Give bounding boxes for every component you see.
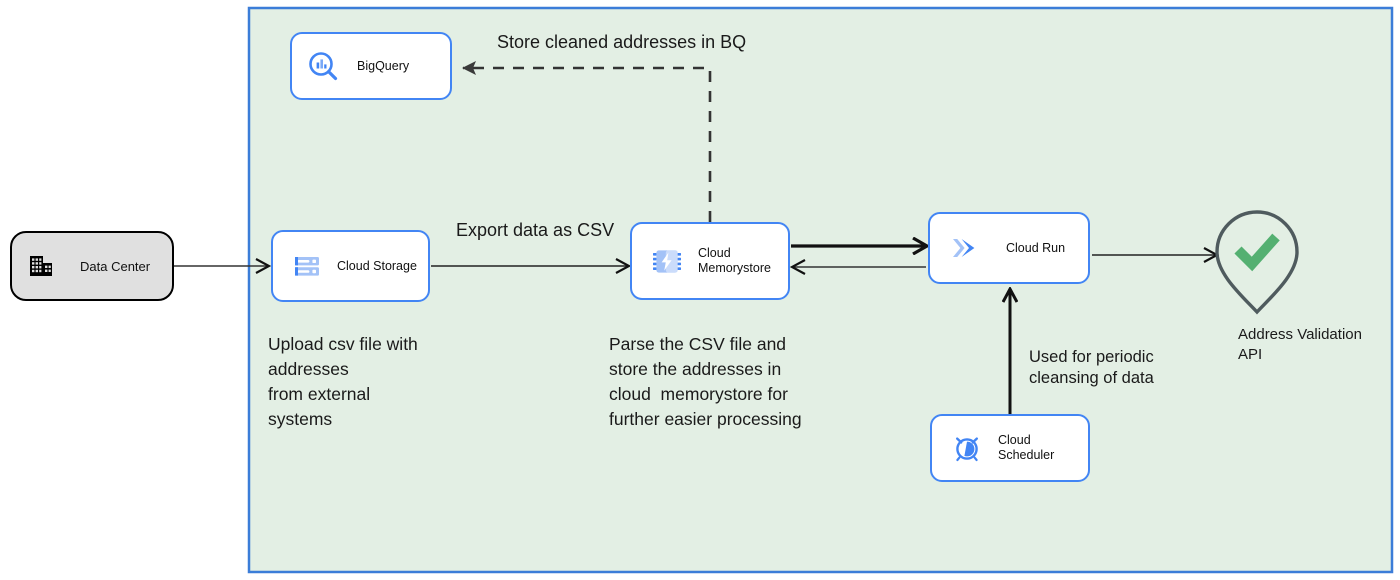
- node-label-cloud-memorystore: Cloud Memorystore: [698, 246, 771, 275]
- node-cloud-memorystore[interactable]: Cloud Memorystore: [630, 222, 790, 300]
- cloud-storage-icon: [295, 257, 319, 276]
- datacenter-building-icon: [30, 256, 52, 276]
- node-label-bigquery: BigQuery: [357, 58, 410, 73]
- caption-upload-csv: Upload csv file with addresses from exte…: [268, 334, 418, 429]
- node-cloud-run[interactable]: Cloud Run: [928, 212, 1090, 284]
- node-cloud-storage[interactable]: Cloud Storage: [271, 230, 430, 302]
- edge-label-store-cleaned: Store cleaned addresses in BQ: [497, 32, 747, 52]
- node-bigquery[interactable]: BigQuery: [290, 32, 452, 100]
- caption-parse-csv: Parse the CSV file and store the address…: [609, 334, 802, 429]
- node-cloud-scheduler[interactable]: Cloud Scheduler: [930, 414, 1090, 482]
- cloud-memorystore-icon: [653, 250, 681, 273]
- edge-label-export-csv: Export data as CSV: [456, 220, 615, 240]
- node-label-cloud-run: Cloud Run: [1006, 240, 1066, 255]
- map-pin-check-icon[interactable]: [1215, 210, 1299, 315]
- bigquery-icon: [309, 52, 338, 81]
- node-label-cloud-storage: Cloud Storage: [337, 258, 417, 273]
- cloud-scheduler-icon: [955, 437, 978, 462]
- cloud-run-icon: [953, 239, 975, 257]
- node-label-cloud-scheduler: Cloud Scheduler: [998, 433, 1055, 462]
- node-data-center[interactable]: Data Center: [10, 231, 174, 301]
- google-cloud-boundary: [247, 6, 1394, 574]
- node-label-data-center: Data Center: [80, 258, 151, 274]
- node-label-address-validation: Address Validation API: [1238, 326, 1362, 363]
- edge-label-periodic-cleansing: Used for periodic cleansing of data: [1029, 348, 1154, 387]
